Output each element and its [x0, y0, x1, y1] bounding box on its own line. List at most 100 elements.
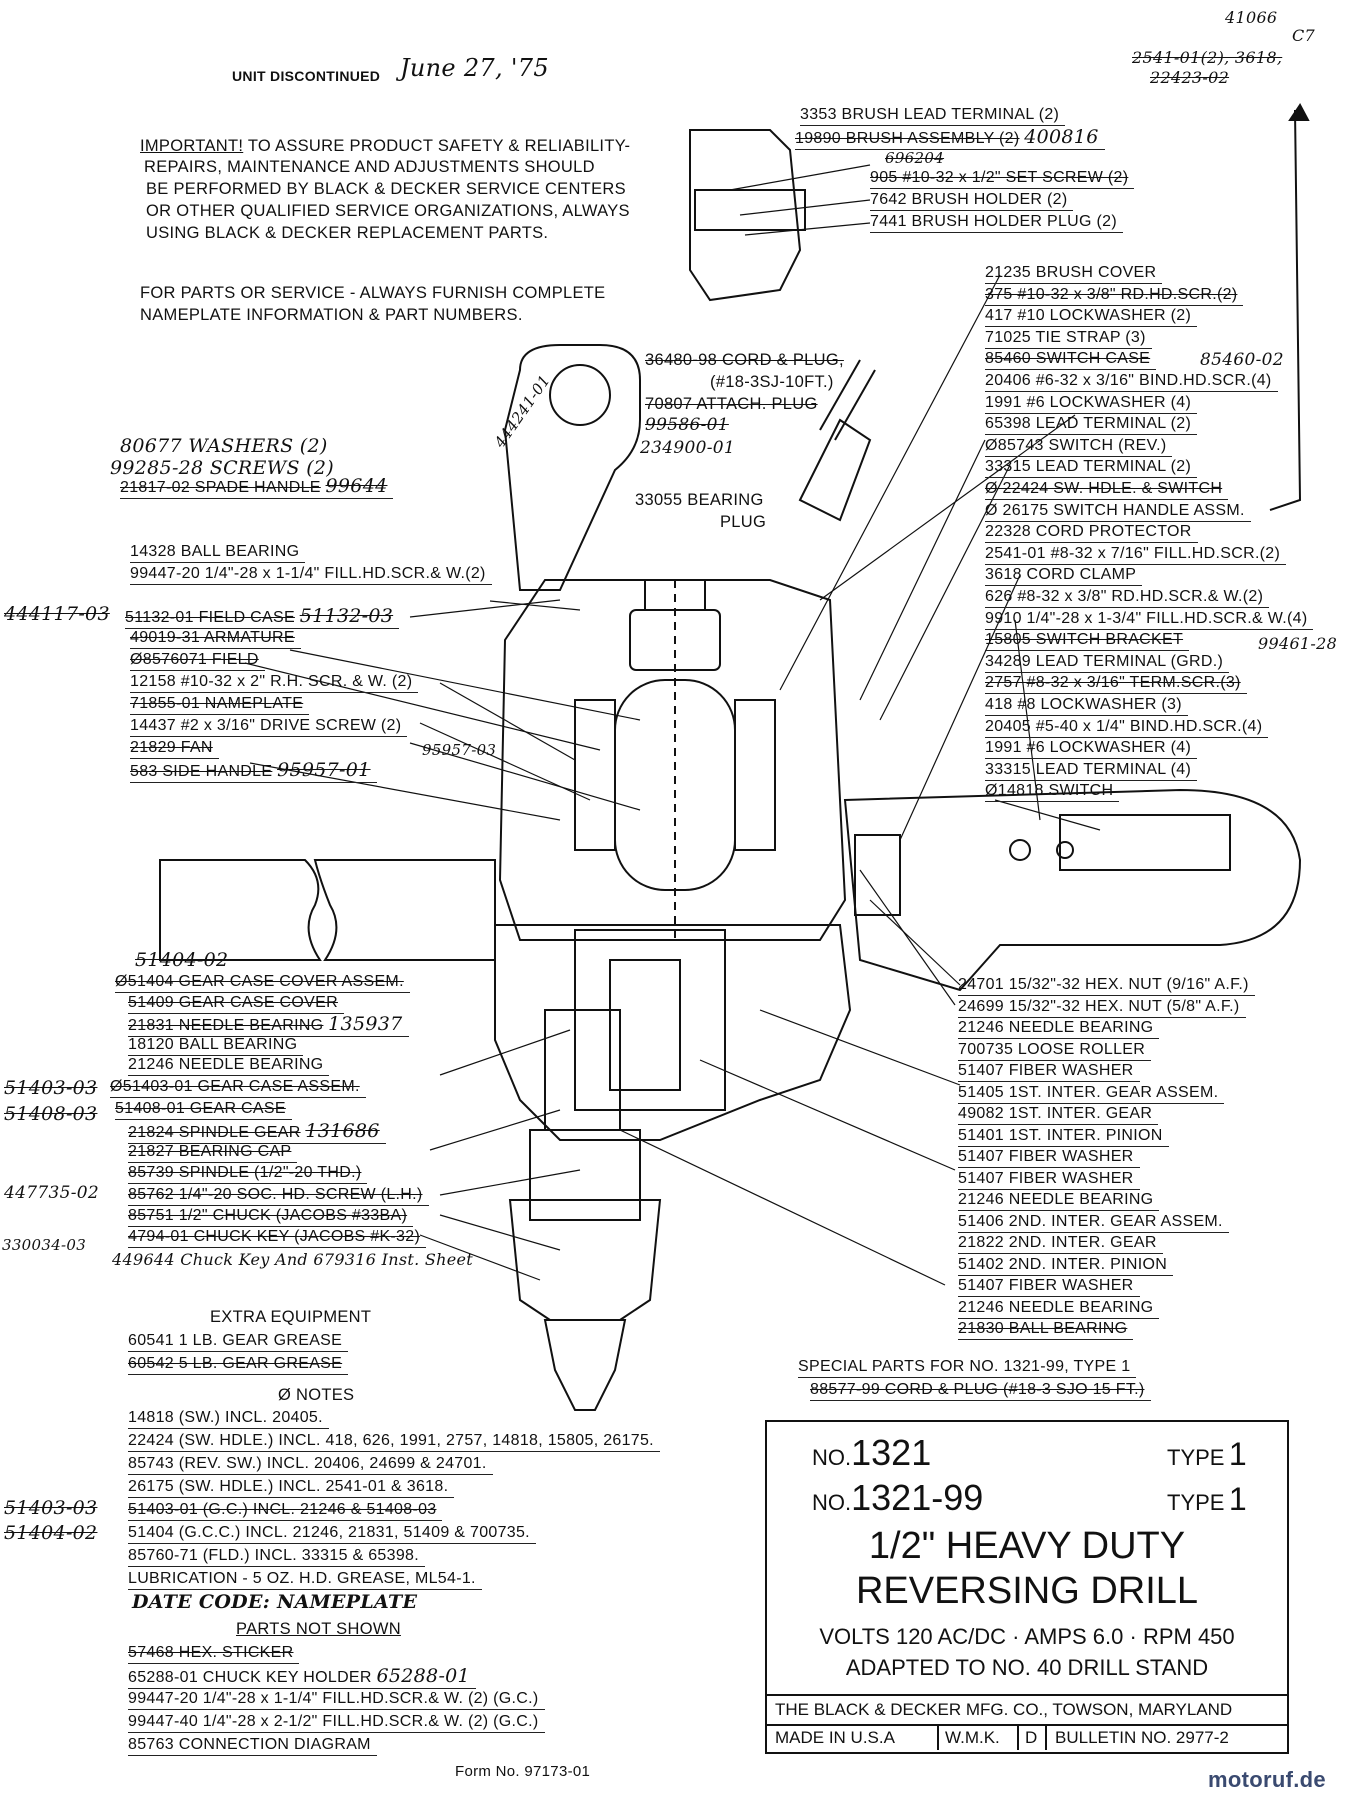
specs-line: VOLTS 120 AC/DC · AMPS 6.0 · RPM 450 — [819, 1624, 1235, 1649]
fill-screw: 99447-20 1/4"-28 x 1-1/4" FILL.HD.SCR.& … — [130, 564, 492, 585]
right-part-19: 2757 #8-32 x 3/16" TERM.SCR.(3) — [985, 673, 1247, 695]
gear-case-cover-assem: Ø51404 GEAR CASE COVER ASSEM. — [115, 972, 410, 993]
right-part-24: Ø14818 SWITCH — [985, 781, 1120, 803]
right-part-15: 626 #8-32 x 3/8" RD.HD.SCR.& W.(2) — [985, 587, 1270, 608]
cord-plug-alt: 99586-01 — [645, 415, 729, 435]
lower-right-part-2: 21246 NEEDLE BEARING — [958, 1018, 1160, 1039]
brush-assembly: 19890 BRUSH ASSEMBLY (2) — [795, 130, 1020, 147]
cord-protector-drawing — [798, 418, 872, 522]
important-line-2: REPAIRS, MAINTENANCE AND ADJUSTMENTS SHO… — [144, 158, 595, 176]
lower-right-part-5: 51405 1ST. INTER. GEAR ASSEM. — [958, 1083, 1225, 1104]
lower-right-part-11: 51406 2ND. INTER. GEAR ASSEM. — [958, 1212, 1229, 1233]
not-shown-3: 99447-20 1/4"-28 x 1-1/4" FILL.HD.SCR.& … — [128, 1689, 545, 1710]
wmk-label: W.M.K. — [945, 1728, 1000, 1747]
made-in-label: MADE IN U.S.A — [775, 1728, 895, 1747]
ball-bearing-top — [644, 579, 706, 611]
not-shown-5: 85763 CONNECTION DIAGRAM — [128, 1735, 377, 1756]
lower-right-part-6: 49082 1ST. INTER. GEAR — [958, 1104, 1159, 1125]
note-3: 85743 (REV. SW.) INCL. 20406, 24699 & 24… — [128, 1454, 493, 1475]
discontinued-date: June 27, '75 — [400, 54, 549, 82]
fan: 21829 FAN — [130, 738, 219, 759]
switch-case-new: 85460-02 — [1200, 350, 1284, 370]
no-label-1: NO. — [812, 1445, 852, 1470]
right-part-7: 65398 LEAD TERMINAL (2) — [985, 414, 1198, 436]
chuck-key: 4794-01 CHUCK KEY (JACOBS #K-32) — [128, 1228, 421, 1245]
nameplate: 71855-01 NAMEPLATE — [130, 694, 310, 715]
armature: 49019-31 ARMATURE — [130, 628, 301, 649]
switch-handle-drawing — [843, 788, 1302, 992]
ball-bearing-lower: 18120 BALL BEARING — [128, 1035, 304, 1056]
cord-plug: 36480-98 CORD & PLUG, — [645, 350, 844, 370]
chuck-key-left: 330034-03 — [2, 1236, 87, 1254]
spindle: 85739 SPINDLE (1/2"-20 THD.) — [128, 1163, 368, 1184]
spade-handle-hole — [549, 364, 611, 426]
type-value-2: 1 — [1228, 1481, 1247, 1517]
brush-assembly-new: 400816 — [1024, 126, 1099, 148]
cord-spec: (#18-3SJ-10FT.) — [710, 373, 834, 391]
right-part-23: 33315 LEAD TERMINAL (4) — [985, 760, 1198, 781]
chuck-key-note: 449644 Chuck Key And 679316 Inst. Sheet — [112, 1250, 473, 1269]
bearing-plug-1: 33055 BEARING — [635, 491, 764, 509]
spade-handle: 21817-02 SPADE HANDLE — [120, 479, 321, 496]
extra-equipment-heading: EXTRA EQUIPMENT — [210, 1308, 372, 1326]
important-line-3: BE PERFORMED BY BLACK & DECKER SERVICE C… — [146, 180, 626, 198]
cord-plug-number: 36480-98 CORD & PLUG, — [645, 351, 844, 369]
notes-left-1: 51403-03 — [4, 1497, 98, 1519]
spindle-gear: 21824 SPINDLE GEAR — [128, 1124, 301, 1141]
chuck: 85751 1/2" CHUCK (JACOBS #33BA) — [128, 1207, 408, 1224]
ball-bearing: 14328 BALL BEARING — [130, 542, 306, 563]
gear-case-new: 51408-03 — [4, 1103, 98, 1125]
not-shown-4: 99447-40 1/4"-28 x 2-1/2" FILL.HD.SCR.& … — [128, 1712, 545, 1733]
right-part-12: 22328 CORD PROTECTOR — [985, 522, 1198, 544]
drive-screw: 14437 #2 x 3/16" DRIVE SCREW (2) — [130, 716, 408, 737]
switch-drawing — [1059, 814, 1231, 871]
screws-note: 99285-28 SCREWS (2) — [110, 457, 335, 479]
lower-right-part-9: 51407 FIBER WASHER — [958, 1169, 1140, 1190]
note-8: LUBRICATION - 5 OZ. H.D. GREASE, ML54-1. — [128, 1569, 482, 1590]
right-part-0: 21235 BRUSH COVER — [985, 263, 1163, 284]
title-line-2: REVERSING DRILL — [855, 1570, 1199, 1612]
set-screw: 905 #10-32 x 1/2" SET SCREW (2) — [870, 168, 1135, 189]
special-parts-heading: SPECIAL PARTS FOR NO. 1321-99, TYPE 1 — [798, 1357, 1137, 1378]
date-code-note: DATE CODE: NAMEPLATE — [132, 1591, 418, 1613]
type-label-2: TYPE — [1167, 1490, 1225, 1515]
corner-note-2: C7 — [1292, 26, 1316, 45]
right-part-20: 418 #8 LOCKWASHER (3) — [985, 695, 1188, 716]
right-part-10: Ø 22424 SW. HDLE. & SWITCH — [985, 479, 1229, 500]
lower-right-part-0: 24701 15/32"-32 HEX. NUT (9/16" A.F.) — [958, 975, 1255, 996]
adapted-line: ADAPTED TO NO. 40 DRILL STAND — [845, 1655, 1209, 1680]
bulletin-label: BULLETIN NO. 2977-2 — [1055, 1728, 1229, 1747]
model-1: 1321 — [851, 1432, 932, 1473]
gear-case-assem-new: 51403-03 — [4, 1077, 98, 1099]
lower-right-part-14: 51407 FIBER WASHER — [958, 1276, 1140, 1297]
notes-left-2: 51404-02 — [4, 1522, 98, 1544]
right-part-14: 3618 CORD CLAMP — [985, 565, 1143, 587]
corner-note-3: 2541-01(2), 3618, — [1132, 48, 1283, 67]
needle-bearing-new: 135937 — [328, 1013, 403, 1035]
spindle-drawing — [529, 1129, 641, 1221]
brush-holder: 7642 BRUSH HOLDER (2) — [870, 190, 1074, 211]
type-label-1: TYPE — [1167, 1445, 1225, 1470]
not-shown-1: 57468 HEX. STICKER — [128, 1643, 300, 1664]
corner-note-4: 22423-02 — [1150, 68, 1230, 87]
brush-assembly-alt: 696204 — [885, 149, 945, 167]
socket-screw-left: 447735-02 — [4, 1183, 99, 1203]
important-line-5: USING BLACK & DECKER REPLACEMENT PARTS. — [146, 224, 549, 242]
switch-bracket-new: 99461-28 — [1258, 634, 1338, 653]
lower-right-part-12: 21822 2ND. INTER. GEAR — [958, 1233, 1163, 1254]
title-line-1: 1/2" HEAVY DUTY — [868, 1525, 1186, 1567]
reversing-switch-drawing — [854, 834, 901, 916]
type-value-1: 1 — [1228, 1436, 1247, 1472]
cord-plug-new: 234900-01 — [640, 438, 735, 458]
field-case-drawing — [498, 579, 847, 941]
rh-screw: 12158 #10-32 x 2" R.H. SCR. & W. (2) — [130, 672, 419, 693]
brush-detail-drawing — [689, 129, 802, 302]
side-handle-drawing — [159, 859, 322, 961]
right-part-6: 1991 #6 LOCKWASHER (4) — [985, 393, 1198, 414]
needle-bearing-2: 21246 NEEDLE BEARING — [128, 1055, 330, 1076]
right-part-5: 20406 #6-32 x 3/16" BIND.HD.SCR.(4) — [985, 371, 1278, 392]
note-4: 26175 (SW. HDLE.) INCL. 2541-01 & 3618. — [128, 1477, 455, 1498]
chuck-tip-drawing — [543, 1319, 627, 1411]
side-handle-old: 95957-01 — [277, 759, 371, 781]
